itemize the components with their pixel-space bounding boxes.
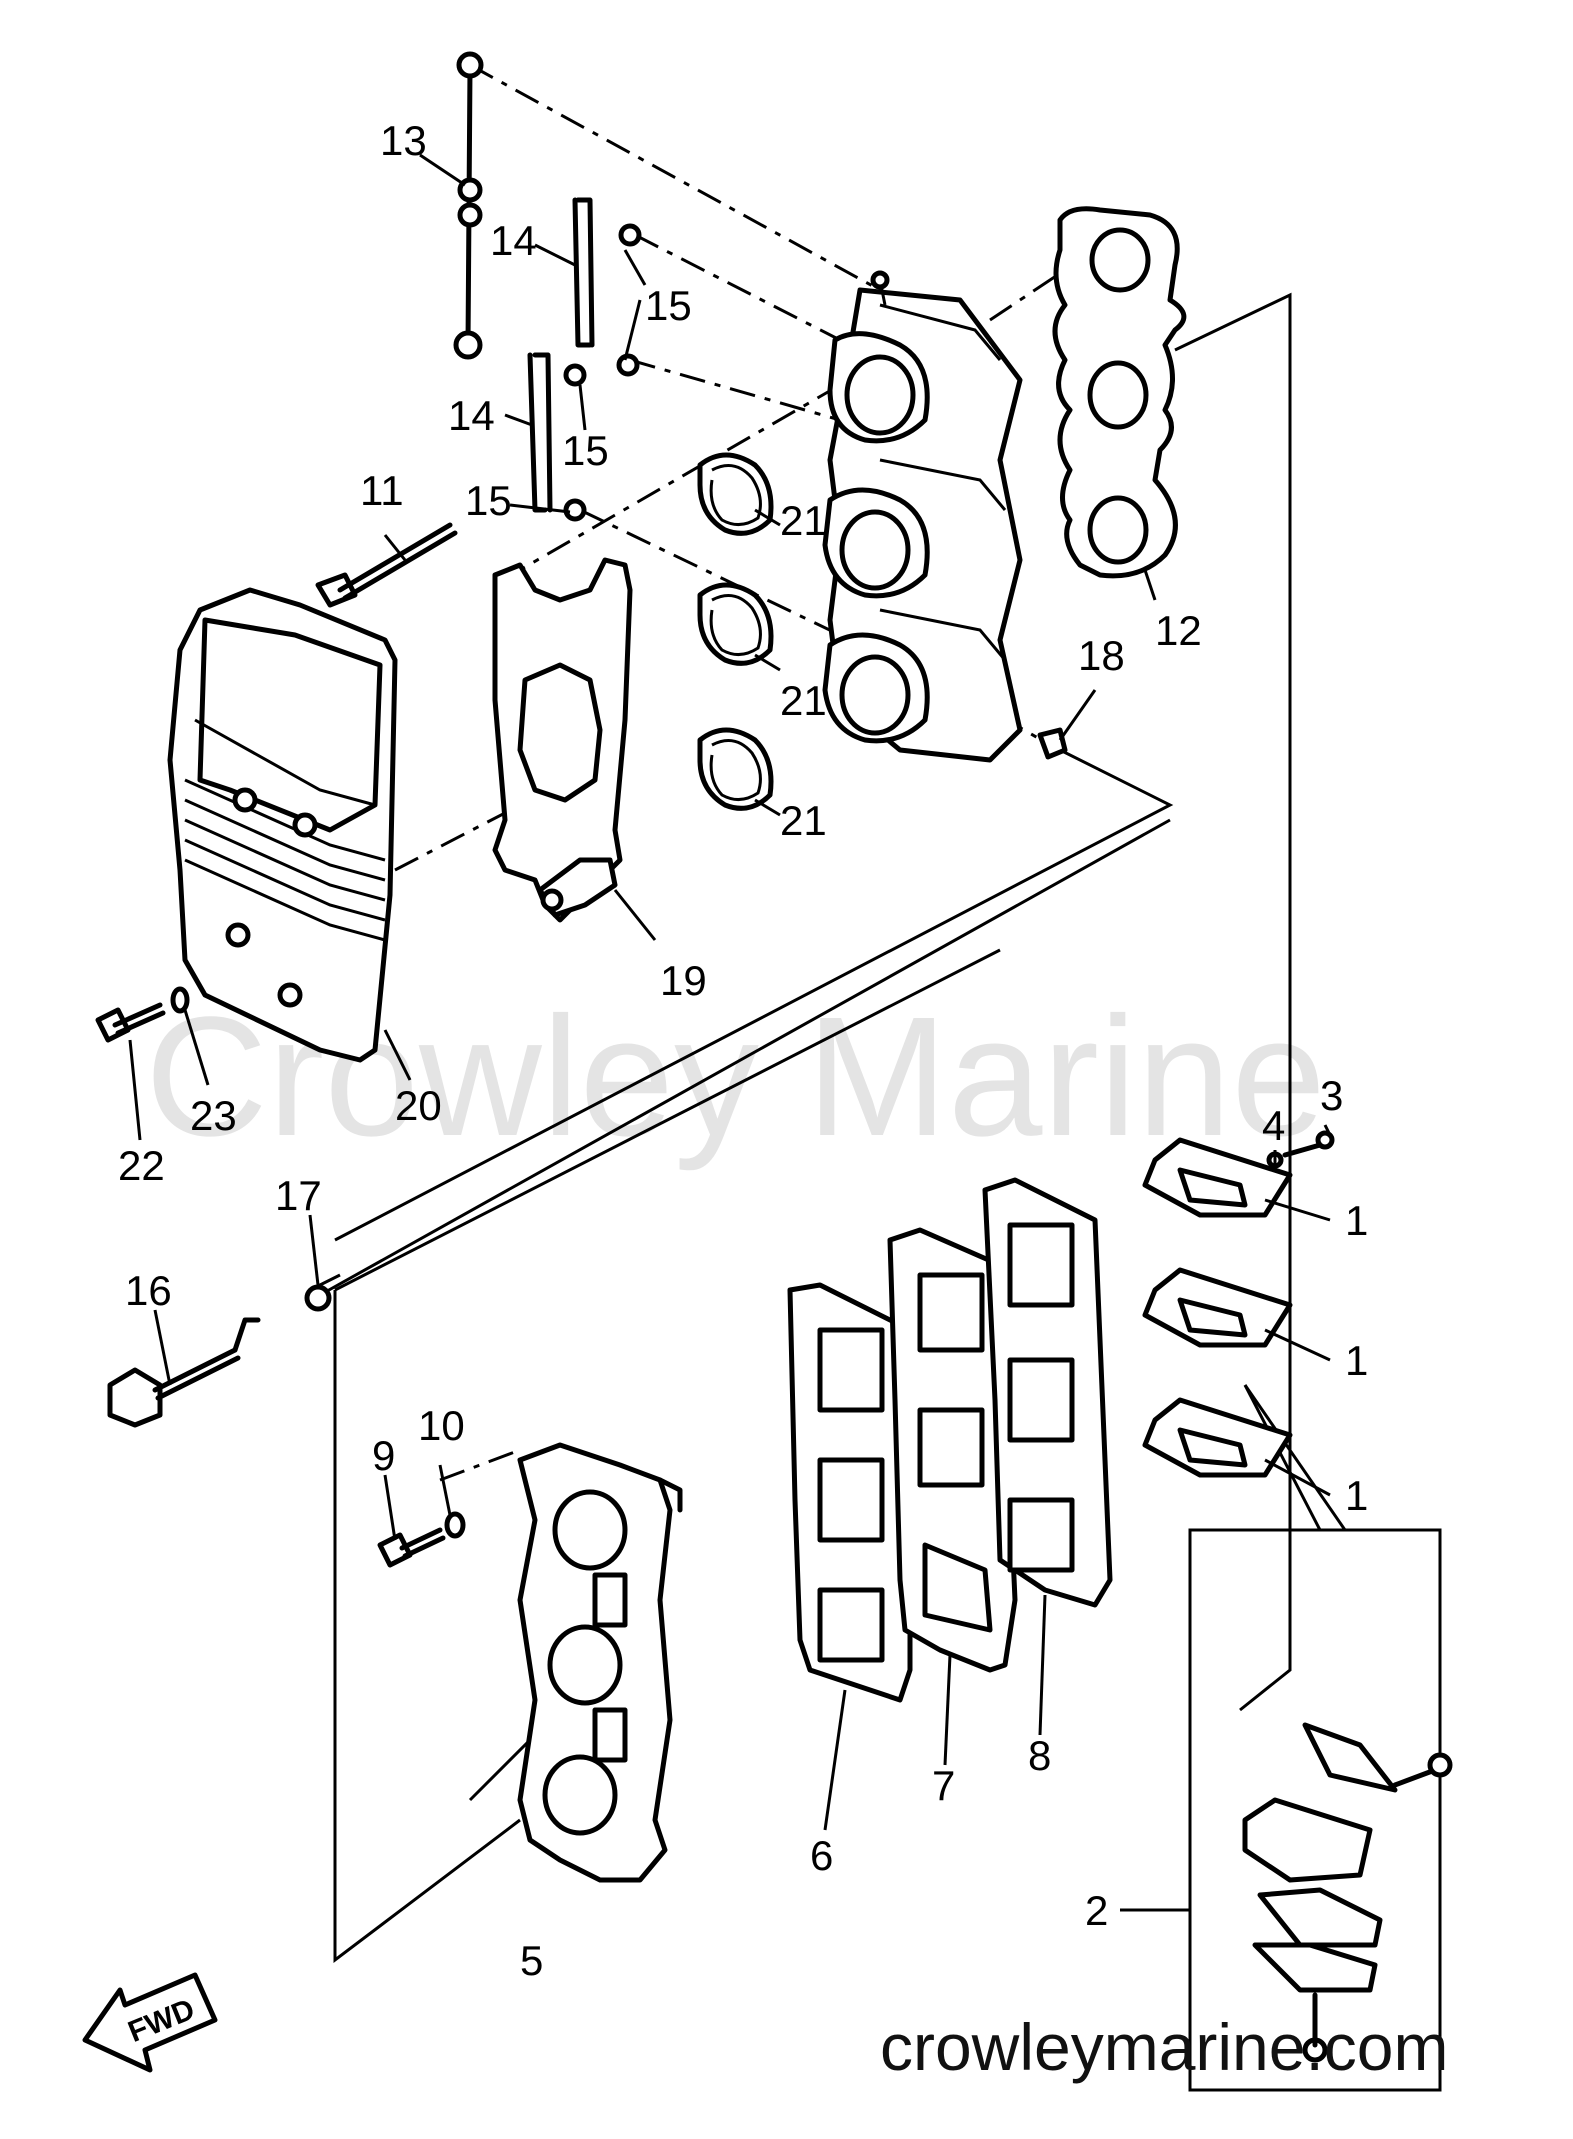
callout-22: 22 xyxy=(118,1142,165,1189)
part-9-10-bolt xyxy=(377,1511,466,1568)
part-2-reed-kit xyxy=(1188,1528,1453,2092)
callout-1: 1 xyxy=(1345,1337,1368,1384)
part-7-reed-plate xyxy=(887,1227,1018,1673)
callout-21: 21 xyxy=(780,677,827,724)
part-22-23-bolt xyxy=(95,986,190,1043)
part-18-clip xyxy=(1037,727,1068,760)
assembly-lines xyxy=(309,63,1347,1964)
callout-15: 15 xyxy=(465,477,512,524)
callout-1: 1 xyxy=(1345,1197,1368,1244)
part-5-manifold xyxy=(517,1442,683,1883)
part-11-bolt xyxy=(315,522,458,608)
part-15-clips xyxy=(563,223,642,522)
callout-leaders xyxy=(128,153,1332,1912)
callout-14: 14 xyxy=(448,392,495,439)
callout-21: 21 xyxy=(780,797,827,844)
callout-5: 5 xyxy=(520,1937,543,1984)
callout-11: 11 xyxy=(360,467,404,514)
callout-18: 18 xyxy=(1078,632,1125,679)
callout-2: 2 xyxy=(1085,1887,1108,1934)
part-1-reed-valves xyxy=(1142,1130,1335,1478)
callout-1: 1 xyxy=(1345,1472,1368,1519)
part-20-airbox xyxy=(167,587,398,1063)
callout-13: 13 xyxy=(380,117,427,164)
callout-labels: 13 14 15 14 15 15 11 21 21 21 12 18 19 2… xyxy=(118,117,1368,1984)
callout-12: 12 xyxy=(1155,607,1202,654)
callout-19: 19 xyxy=(660,957,707,1004)
callout-10: 10 xyxy=(418,1402,465,1449)
callout-14: 14 xyxy=(490,217,537,264)
callout-15: 15 xyxy=(562,427,609,474)
callout-15: 15 xyxy=(645,282,692,329)
callout-9: 9 xyxy=(372,1432,395,1479)
callout-4: 4 xyxy=(1262,1102,1285,1149)
part-13-rod xyxy=(453,51,484,360)
part-8-gasket xyxy=(982,1177,1113,1608)
callout-16: 16 xyxy=(125,1267,172,1314)
part-6-gasket xyxy=(787,1282,913,1703)
part-19-bracket xyxy=(492,557,633,923)
callout-23: 23 xyxy=(190,1092,237,1139)
callout-7: 7 xyxy=(932,1762,955,1809)
part-21-rings xyxy=(697,452,774,811)
part-12-gasket xyxy=(1052,206,1187,579)
callout-17: 17 xyxy=(275,1172,322,1219)
site-url: crowleymarine.com xyxy=(880,2010,1448,2084)
callout-21: 21 xyxy=(780,497,827,544)
fwd-arrow: FWD xyxy=(82,1972,218,2073)
callout-3: 3 xyxy=(1320,1072,1343,1119)
callout-20: 20 xyxy=(395,1082,442,1129)
carburetor-assembly xyxy=(822,270,1023,763)
callout-6: 6 xyxy=(810,1832,833,1879)
callout-8: 8 xyxy=(1028,1732,1051,1779)
